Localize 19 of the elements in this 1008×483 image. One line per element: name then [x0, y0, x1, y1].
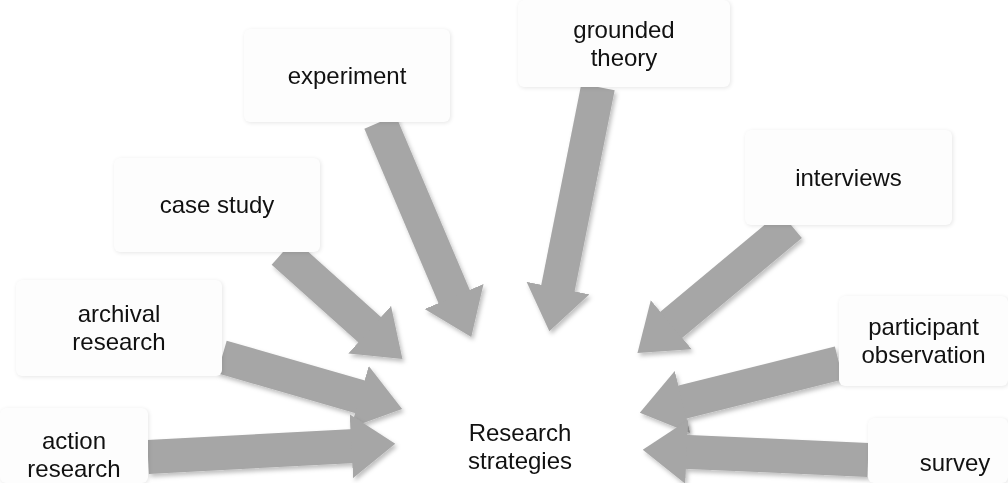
node-label: archival research: [71, 300, 167, 356]
text-box: [114, 158, 320, 252]
node-label: survey: [919, 449, 991, 477]
node-label: case study: [159, 191, 275, 219]
text-box: [0, 408, 148, 483]
node-label: participant observation: [860, 313, 987, 369]
text-box: [745, 130, 952, 225]
node-label: interviews: [795, 163, 902, 192]
node-label: experiment: [287, 61, 407, 90]
text-box: [839, 296, 1008, 386]
center-label: Research strategies: [400, 340, 640, 483]
text-box: [244, 29, 450, 122]
text-box: [16, 280, 222, 376]
block-arrow: [147, 414, 396, 479]
node-label: grounded theory: [572, 15, 676, 72]
text-box: [868, 418, 1008, 483]
block-arrow: [642, 419, 869, 483]
node-label: action research: [26, 427, 122, 483]
text-box: [518, 0, 730, 87]
